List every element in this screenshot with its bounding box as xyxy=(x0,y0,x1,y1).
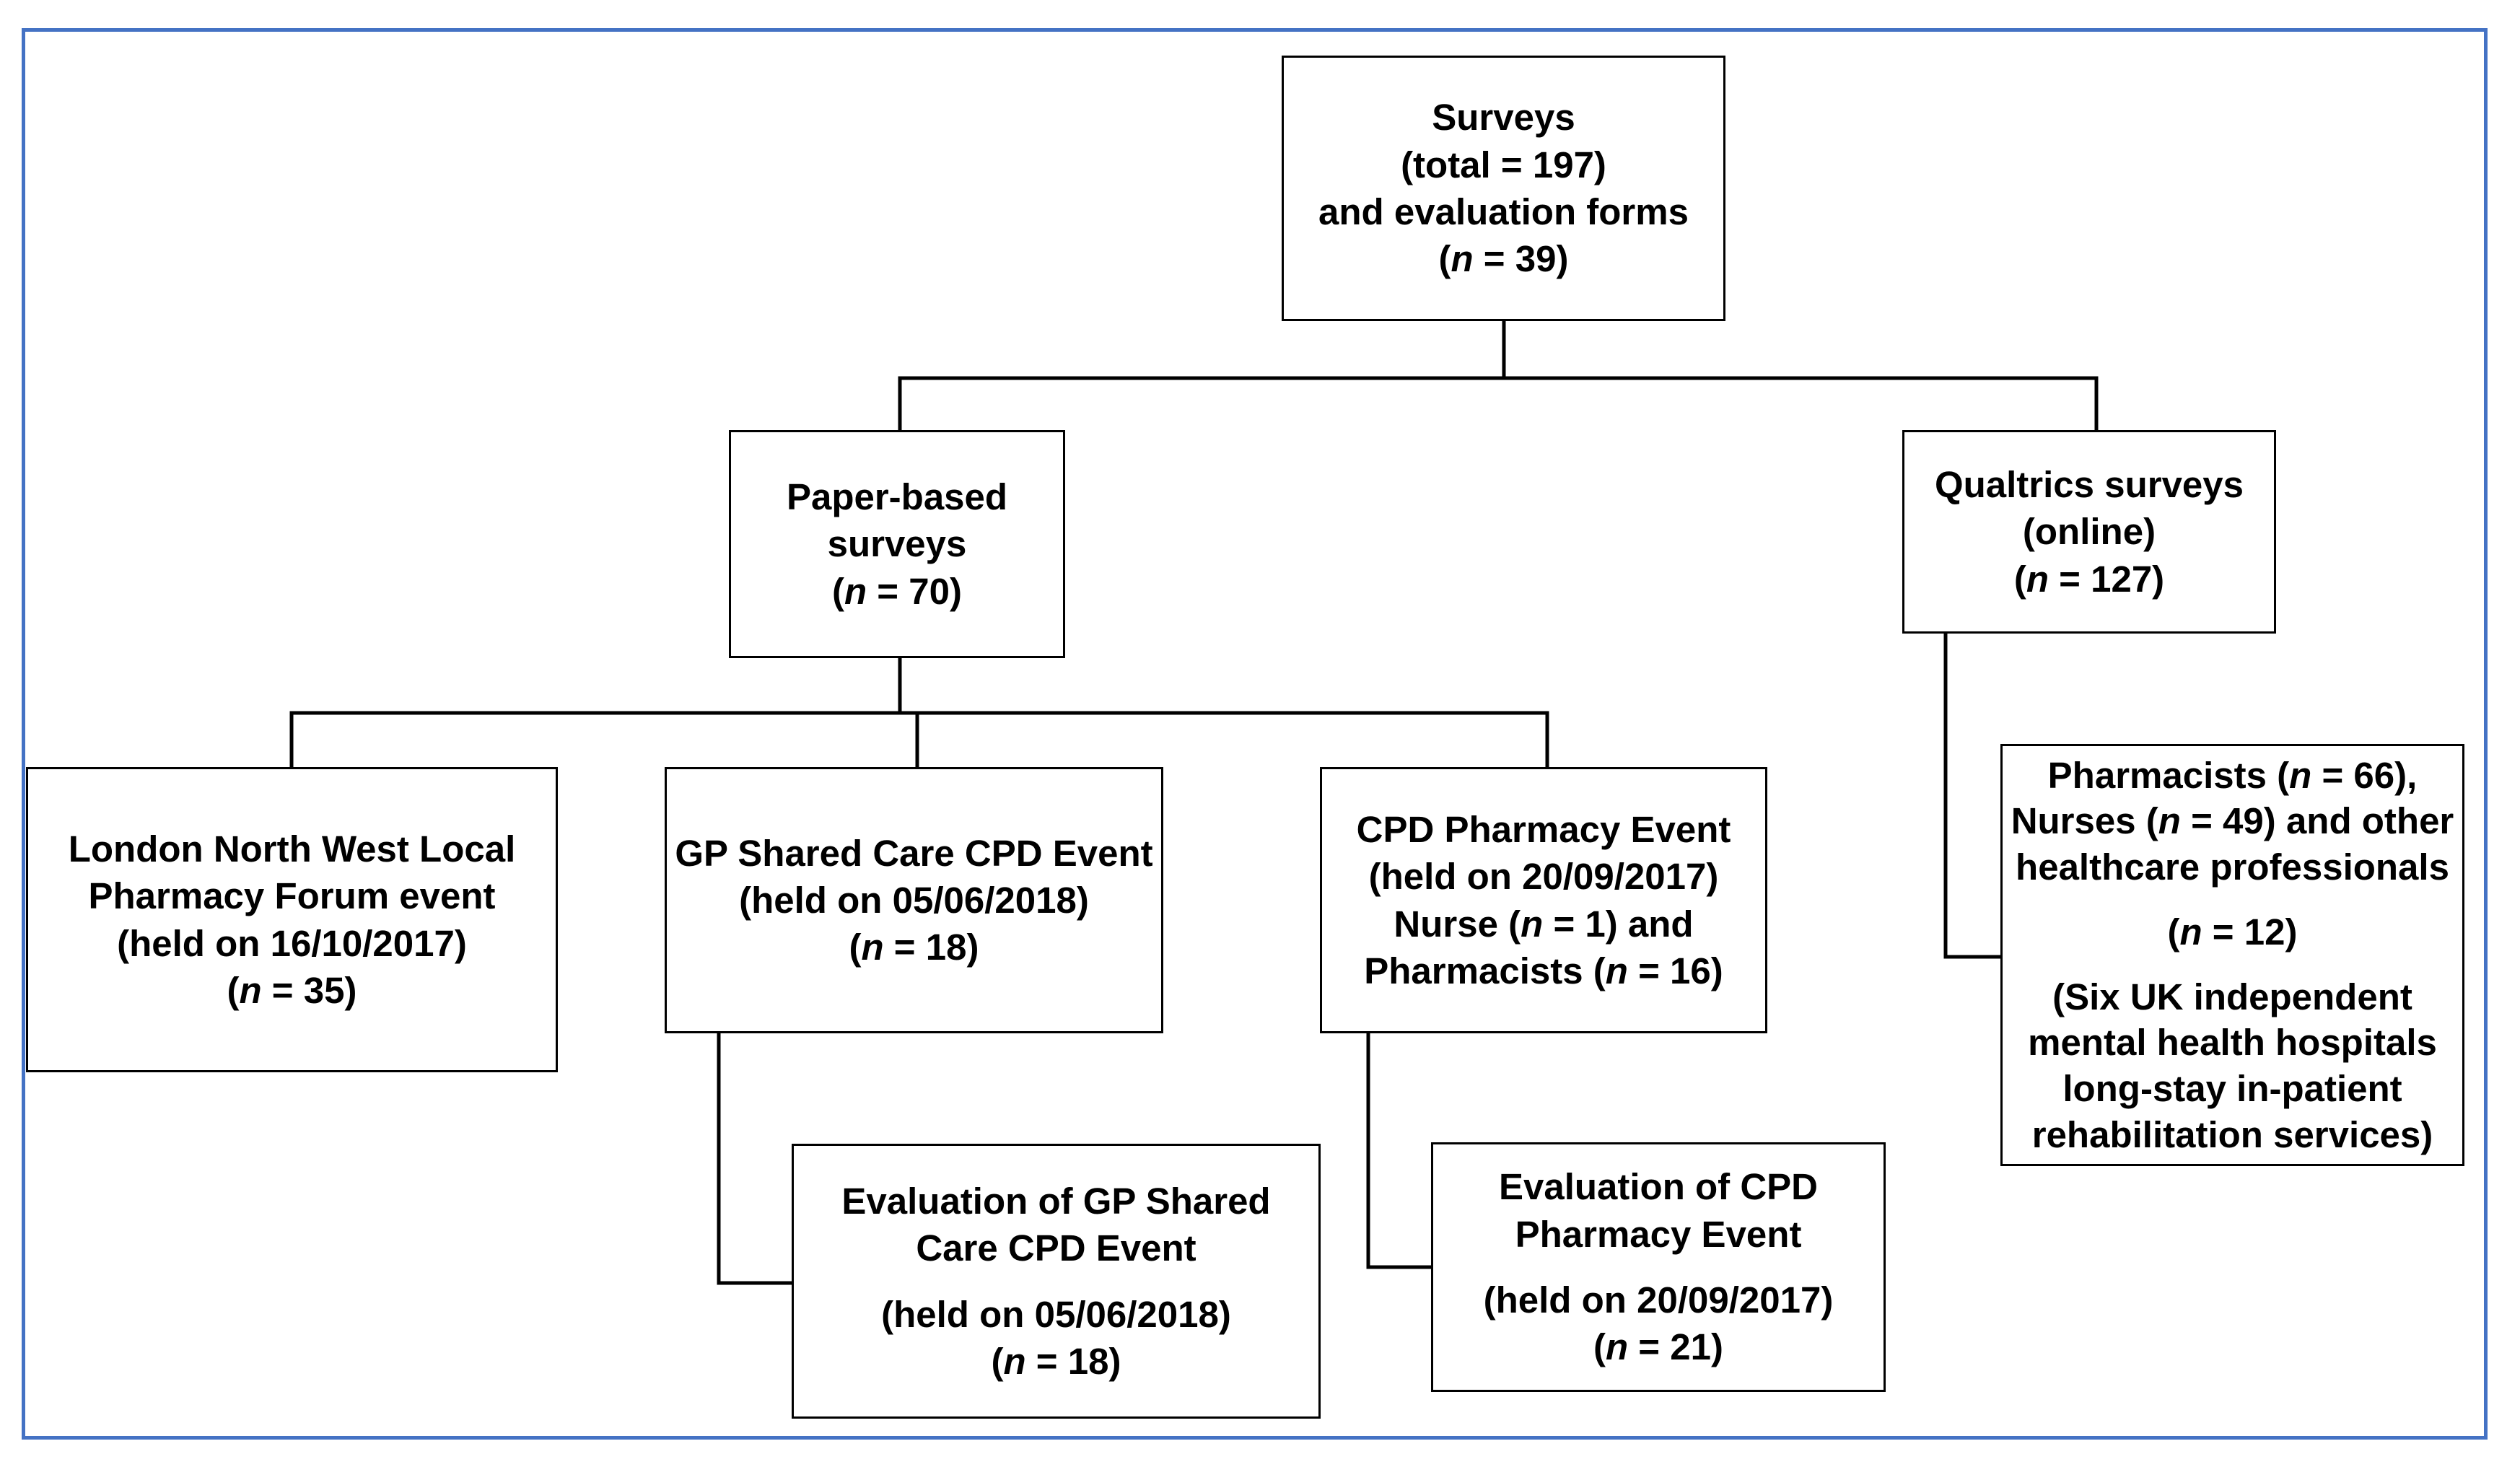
node-label-line: (held on 20/09/2017) xyxy=(1483,1279,1834,1321)
node-count-value: = 127) xyxy=(2048,558,2165,600)
node-gp-shared-care-event: GP Shared Care CPD Event (held on 05/06/… xyxy=(665,767,1163,1033)
node-count-line: (n = 18) xyxy=(992,1338,1121,1385)
node-count-line: (n = 21) xyxy=(1593,1323,1723,1370)
node-healthcare-professionals: Pharmacists (n = 66), Nurses (n = 49) an… xyxy=(2000,744,2464,1166)
node-count-prefix: Nurses ( xyxy=(2011,800,2158,842)
node-label-line: (Six UK independent xyxy=(2052,976,2412,1017)
node-count-variable: n xyxy=(2158,800,2181,842)
node-label-line: (held on 20/09/2017) xyxy=(1368,856,1719,898)
node-count-line: (n = 18) xyxy=(849,924,979,971)
node-count-line: (n = 70) xyxy=(832,568,962,615)
node-count-variable: n xyxy=(1605,950,1628,991)
node-count-line: (n = 127) xyxy=(2014,556,2164,603)
node-count-prefix: ( xyxy=(227,969,240,1011)
node-label-line: (held on 05/06/2018) xyxy=(739,879,1089,921)
node-count-value: = 16) xyxy=(1627,950,1723,991)
diagram-frame xyxy=(22,28,2488,1440)
node-count-prefix: ( xyxy=(2167,911,2180,953)
node-count-prefix: ( xyxy=(832,570,844,612)
node-count-value: = 21) xyxy=(1628,1326,1723,1368)
node-qualtrics-surveys: Qualtrics surveys (online) (n = 127) xyxy=(1902,430,2276,634)
node-count-prefix: ( xyxy=(1593,1326,1606,1368)
node-label-line: Pharmacy Event xyxy=(1515,1213,1802,1255)
node-label-line: mental health hospitals xyxy=(2028,1022,2437,1064)
node-evaluation-cpd-pharmacy: Evaluation of CPD Pharmacy Event (held o… xyxy=(1431,1142,1886,1392)
node-count-value: = 18) xyxy=(1025,1340,1121,1382)
node-cpd-pharmacy-event: CPD Pharmacy Event (held on 20/09/2017) … xyxy=(1320,767,1767,1033)
node-label-line: GP Shared Care CPD Event xyxy=(675,832,1153,874)
node-label-line: (held on 05/06/2018) xyxy=(881,1293,1231,1335)
node-count-prefix: ( xyxy=(1438,238,1451,280)
node-label-line: surveys xyxy=(827,523,967,565)
node-count-value: = 12) xyxy=(2202,911,2298,953)
node-label-line: healthcare professionals xyxy=(2016,846,2449,888)
node-count-variable: n xyxy=(239,969,262,1011)
node-count-value: = 18) xyxy=(883,927,979,968)
node-count-line: Pharmacists (n = 16) xyxy=(1364,947,1723,994)
node-label-line: CPD Pharmacy Event xyxy=(1356,808,1731,850)
node-label-line: and evaluation forms xyxy=(1318,191,1689,232)
node-count-variable: n xyxy=(1003,1340,1026,1382)
node-london-north-west-forum: London North West Local Pharmacy Forum e… xyxy=(26,767,558,1072)
node-count-variable: n xyxy=(2026,558,2049,600)
node-count-variable: n xyxy=(844,570,867,612)
node-label-line: Pharmacy Forum event xyxy=(88,875,496,917)
node-count-value: = 70) xyxy=(867,570,962,612)
node-label-line: Qualtrics surveys xyxy=(1934,464,2244,506)
node-surveys-total: Surveys (total = 197) and evaluation for… xyxy=(1282,56,1725,321)
node-label-line: Evaluation of GP Shared xyxy=(841,1180,1271,1222)
connector-gp-to-evaluation xyxy=(717,1031,794,1285)
node-count-line: (n = 35) xyxy=(227,967,357,1014)
node-count-value: = 39) xyxy=(1473,238,1569,280)
connector-qualtrics-to-pharmacists xyxy=(1943,631,2003,959)
node-label-line: Evaluation of CPD xyxy=(1498,1166,1819,1208)
node-count-variable: n xyxy=(861,927,884,968)
node-evaluation-gp-shared-care: Evaluation of GP Shared Care CPD Event (… xyxy=(792,1144,1321,1419)
node-label-line: Paper-based xyxy=(786,476,1008,518)
node-count-prefix: Nurse ( xyxy=(1394,903,1521,945)
connector-cpd-to-evaluation xyxy=(1366,1031,1433,1269)
node-label-line: (held on 16/10/2017) xyxy=(117,922,467,964)
node-label-line: rehabilitation services) xyxy=(2031,1113,2433,1155)
node-label-line: London North West Local xyxy=(68,828,516,870)
node-label-line: (total = 197) xyxy=(1401,144,1606,185)
node-count-variable: n xyxy=(1451,238,1474,280)
node-count-prefix: Pharmacists ( xyxy=(1364,950,1606,991)
node-count-variable: n xyxy=(1521,903,1544,945)
node-count-line: (n = 39) xyxy=(1439,235,1569,282)
node-count-variable: n xyxy=(2179,911,2202,953)
node-count-variable: n xyxy=(2289,754,2312,796)
node-count-line: Nurses (n = 49) and other xyxy=(2011,798,2454,844)
node-count-value: = 49) and other xyxy=(2180,800,2454,842)
node-count-line: Nurse (n = 1) and xyxy=(1394,901,1693,947)
node-count-value: = 1) and xyxy=(1543,903,1694,945)
node-count-line: Pharmacists (n = 66), xyxy=(2048,753,2418,799)
node-count-value: = 35) xyxy=(261,969,357,1011)
node-count-line: (n = 12) xyxy=(2168,909,2298,955)
node-count-prefix: ( xyxy=(849,927,862,968)
node-paper-based-surveys: Paper-based surveys (n = 70) xyxy=(729,430,1065,658)
node-count-prefix: Pharmacists ( xyxy=(2047,754,2290,796)
node-label-line: (online) xyxy=(2022,511,2156,553)
node-count-value: = 66), xyxy=(2311,754,2418,796)
node-label-line: Surveys xyxy=(1432,97,1575,139)
node-label-line: Care CPD Event xyxy=(916,1227,1196,1269)
node-count-variable: n xyxy=(1605,1326,1629,1368)
node-count-prefix: ( xyxy=(2013,558,2026,600)
node-count-prefix: ( xyxy=(991,1340,1004,1382)
node-label-line: long-stay in-patient xyxy=(2062,1068,2402,1109)
